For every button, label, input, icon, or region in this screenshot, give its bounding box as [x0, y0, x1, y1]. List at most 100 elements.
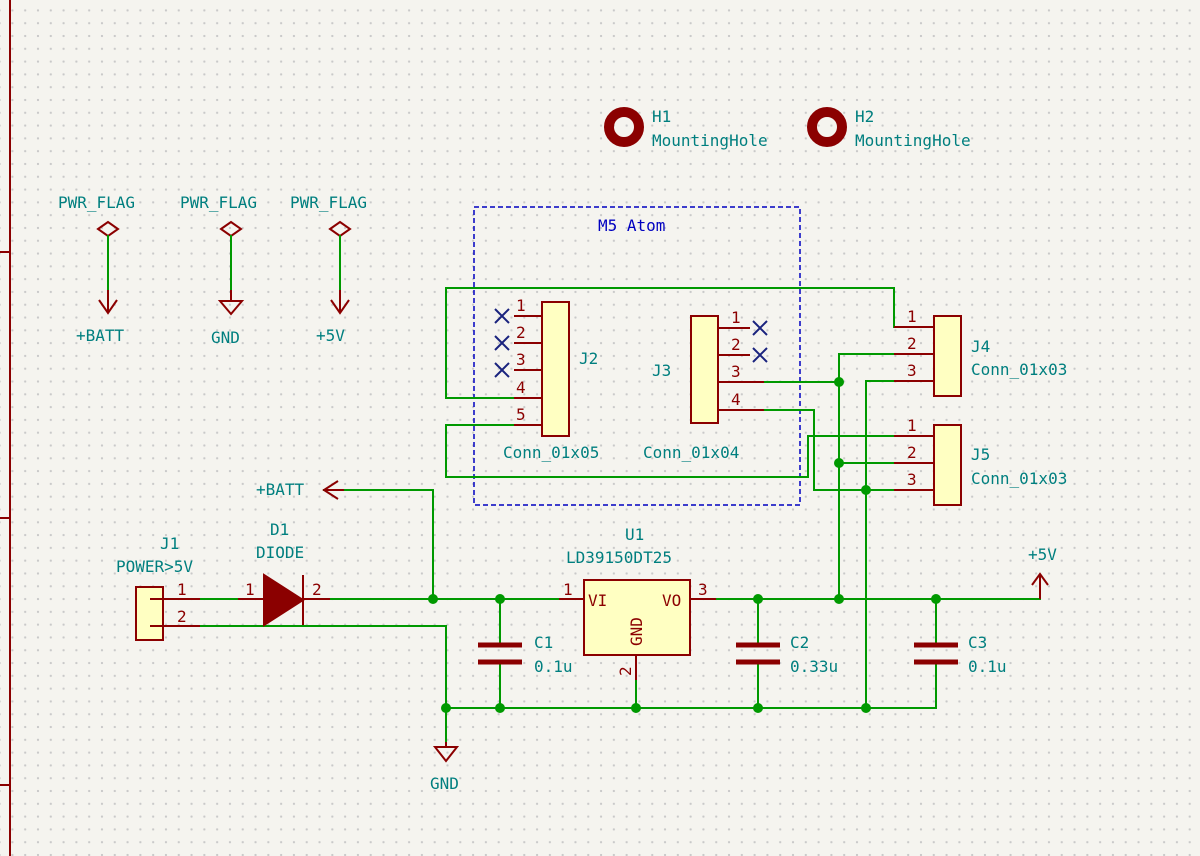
pwr-flag-5v[interactable]: PWR_FLAG +5V: [290, 193, 367, 345]
pin-number: 1: [731, 308, 741, 327]
pwr-flag-diamond: [219, 220, 243, 238]
pwr-flag-label: PWR_FLAG: [180, 193, 257, 212]
pin-label-vo: VO: [662, 591, 681, 610]
batt-port-label: +BATT: [256, 480, 305, 499]
batt-power-port[interactable]: +BATT: [256, 480, 344, 500]
pin-number: 1: [907, 307, 917, 326]
junctions: [428, 377, 941, 713]
pin-number: 1: [563, 580, 573, 599]
pin-number: 2: [616, 666, 635, 676]
h2-ref: H2: [855, 107, 874, 126]
j3-value: Conn_01x04: [643, 443, 739, 462]
no-connect-markers-j2: [494, 308, 510, 378]
pin-number: 5: [516, 405, 526, 424]
connector-j5[interactable]: 1 2 3 J5 Conn_01x03: [894, 416, 1067, 506]
pin-number: 2: [731, 335, 741, 354]
pin-number: 4: [516, 378, 526, 397]
wires: [162, 287, 1041, 743]
net-label-batt: +BATT: [76, 326, 125, 345]
pin-number: 4: [731, 390, 741, 409]
pwr-flag-label: PWR_FLAG: [290, 193, 367, 212]
pin-number: 3: [907, 361, 917, 380]
capacitor-c2[interactable]: C2 0.33u: [736, 633, 838, 676]
connector-body: [933, 315, 962, 397]
gnd-symbol: [217, 290, 245, 316]
gnd-power-port[interactable]: GND: [430, 742, 460, 793]
pin-number: 1: [245, 580, 255, 599]
no-connect-icon: [752, 320, 768, 336]
j4-ref: J4: [971, 337, 990, 356]
mounting-hole-icon: [604, 107, 644, 147]
no-connect-icon: [752, 347, 768, 363]
block-title: M5 Atom: [598, 216, 665, 235]
regulator-body: [583, 579, 691, 656]
5v-power-symbol: [330, 290, 350, 315]
pin-number: 2: [907, 334, 917, 353]
mounting-hole-h1[interactable]: H1 MountingHole: [604, 107, 768, 150]
no-connect-markers-j3: [752, 320, 768, 363]
no-connect-icon: [494, 362, 510, 378]
c2-ref: C2: [790, 633, 809, 652]
diode-d1[interactable]: 1 2 D1 DIODE: [238, 520, 330, 627]
connector-j2[interactable]: 1 2 3 4 5 J2 Conn_01x05: [503, 296, 599, 462]
pin-number: 2: [312, 580, 322, 599]
j1-value: POWER>5V: [116, 557, 193, 576]
block-outline: [473, 206, 801, 506]
pin-label-vi: VI: [588, 591, 607, 610]
j3-ref: J3: [652, 361, 671, 380]
j2-ref: J2: [579, 349, 598, 368]
j5-value: Conn_01x03: [971, 469, 1067, 488]
5v-power-port[interactable]: +5V: [1028, 545, 1057, 599]
connector-body: [135, 586, 164, 641]
j4-value: Conn_01x03: [971, 360, 1067, 379]
u1-value: LD39150DT25: [566, 548, 672, 567]
5v-arrow-icon: [1031, 572, 1049, 599]
connector-body: [690, 315, 719, 424]
connector-j3[interactable]: 1 2 3 4 J3 Conn_01x04: [643, 308, 764, 462]
connector-body: [933, 424, 962, 506]
pwr-flag-gnd[interactable]: PWR_FLAG GND: [180, 193, 257, 347]
pin-number: 3: [731, 362, 741, 381]
h1-ref: H1: [652, 107, 671, 126]
j5-ref: J5: [971, 445, 990, 464]
pin-label-gnd: GND: [627, 617, 646, 646]
h2-value: MountingHole: [855, 131, 971, 150]
regulator-u1[interactable]: 1 3 2 VI VO GND U1 LD39150DT25: [559, 525, 716, 680]
connector-j4[interactable]: 1 2 3 J4 Conn_01x03: [894, 307, 1067, 397]
capacitor-c1[interactable]: C1 0.1u: [478, 633, 573, 676]
net-label-gnd: GND: [211, 328, 240, 347]
c3-value: 0.1u: [968, 657, 1007, 676]
c3-ref: C3: [968, 633, 987, 652]
m5-atom-block[interactable]: M5 Atom: [473, 206, 801, 506]
j1-ref: J1: [160, 534, 179, 553]
j2-value: Conn_01x05: [503, 443, 599, 462]
c1-value: 0.1u: [534, 657, 573, 676]
net-label-5v: +5V: [316, 326, 345, 345]
connector-body: [541, 301, 570, 437]
u1-ref: U1: [625, 525, 644, 544]
batt-arrow-icon: [322, 480, 344, 500]
connector-j1[interactable]: 1 2 J1 POWER>5V: [116, 534, 200, 641]
gnd-port-label: GND: [430, 774, 459, 793]
c2-value: 0.33u: [790, 657, 838, 676]
pin-number: 2: [907, 443, 917, 462]
pwr-flag-label: PWR_FLAG: [58, 193, 135, 212]
pwr-flag-batt[interactable]: PWR_FLAG +BATT: [58, 193, 135, 345]
pin-number: 3: [698, 580, 708, 599]
h1-value: MountingHole: [652, 131, 768, 150]
pin-number: 1: [907, 416, 917, 435]
c1-ref: C1: [534, 633, 553, 652]
batt-power-symbol: [98, 290, 118, 315]
pwr-flag-diamond: [328, 220, 352, 238]
mounting-hole-h2[interactable]: H2 MountingHole: [807, 107, 971, 150]
mounting-hole-icon: [807, 107, 847, 147]
no-connect-icon: [494, 335, 510, 351]
capacitor-c3[interactable]: C3 0.1u: [914, 633, 1007, 676]
gnd-symbol-icon: [432, 742, 460, 763]
pin-number: 3: [516, 350, 526, 369]
5v-port-label: +5V: [1028, 545, 1057, 564]
pin-number: 1: [516, 296, 526, 315]
pwr-flag-diamond: [96, 220, 120, 238]
sheet-border: [0, 0, 11, 856]
